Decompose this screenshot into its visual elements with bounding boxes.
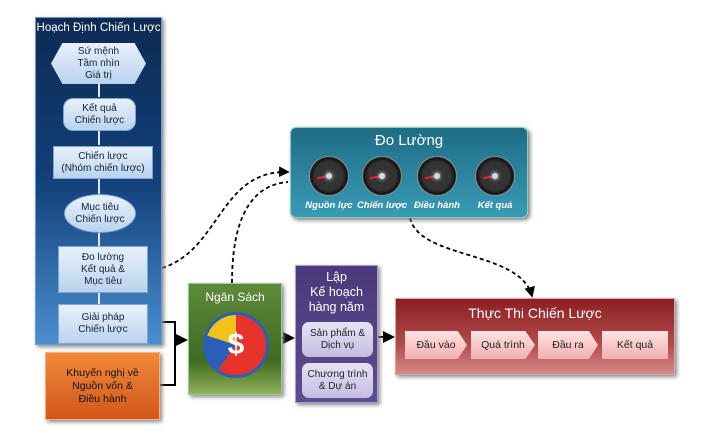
gauge-label: Điều hành xyxy=(414,200,460,211)
gauge-label: Kết quả xyxy=(477,200,513,211)
execution-title: Thực Thi Chiến Lược xyxy=(468,305,602,321)
mission-vision-values: Sứ mệnh Tầm nhìn Giá trị xyxy=(51,43,146,84)
gauge-icon xyxy=(309,156,349,196)
gauge-label: Chiến lược xyxy=(356,200,408,211)
step-outcomes: Kết quả xyxy=(602,331,668,359)
strategic-objectives: Mục tiêu Chiến lược xyxy=(64,194,136,233)
arrow-icon xyxy=(98,179,100,194)
measures-results-targets: Đo lường Kết quả & Mục tiêu xyxy=(58,246,148,293)
connector-recommendation-to-budget xyxy=(160,340,176,386)
gauge-icon xyxy=(417,156,457,196)
budget-title: Ngân Sách xyxy=(205,290,265,304)
gauge-icon xyxy=(362,156,402,196)
gauge-label: Nguồn lực xyxy=(305,200,353,211)
gauge-icon xyxy=(475,156,515,196)
programs-projects: Chương trình & Dự án xyxy=(302,363,373,398)
step-process: Quá trình xyxy=(471,331,535,359)
dashed-measurement-to-execution xyxy=(409,217,535,298)
strategic-results: Kết quả Chiến lược xyxy=(63,98,136,131)
step-outputs: Đầu ra xyxy=(538,331,598,359)
strategic-initiatives: Giải pháp Chiến lược xyxy=(58,304,148,344)
step-inputs: Đầu vào xyxy=(405,331,467,359)
products-services: Sản phẩm & Dịch vụ xyxy=(302,322,373,357)
strategies: Chiến lược (Nhóm chiến lược) xyxy=(53,146,153,179)
budget-box: Ngân Sách $ xyxy=(188,283,282,395)
dashed-budget-to-measurement xyxy=(231,181,289,284)
dashed-planning-to-measurement xyxy=(161,166,290,269)
annual-planning-title: Lập Kế hoạch hàng năm xyxy=(308,270,365,314)
funding-recommendation-box: Khuyến nghị về Nguồn vốn & Điều hành xyxy=(45,352,160,420)
arrow-icon xyxy=(98,293,100,304)
measurement-panel: Đo Lường Nguồn lực Chiến lược Điều hành … xyxy=(290,127,528,218)
strategy-execution-box: Thực Thi Chiến Lược Đầu vào Quá trình Đầ… xyxy=(395,298,675,375)
dollar-pie-chart-icon: $ xyxy=(203,312,269,378)
measurement-title: Đo Lường xyxy=(374,132,444,149)
planning-title: Hoạch Định Chiến Lược xyxy=(36,22,161,34)
annual-planning-box: Lập Kế hoạch hàng năm Sản phẩm & Dịch vụ… xyxy=(295,265,378,403)
arrow-icon xyxy=(98,84,100,97)
arrow-icon xyxy=(98,131,100,145)
arrow-icon xyxy=(98,233,100,246)
strategic-planning-panel: Hoạch Định Chiến Lược Sứ mệnh Tầm nhìn G… xyxy=(35,17,162,345)
